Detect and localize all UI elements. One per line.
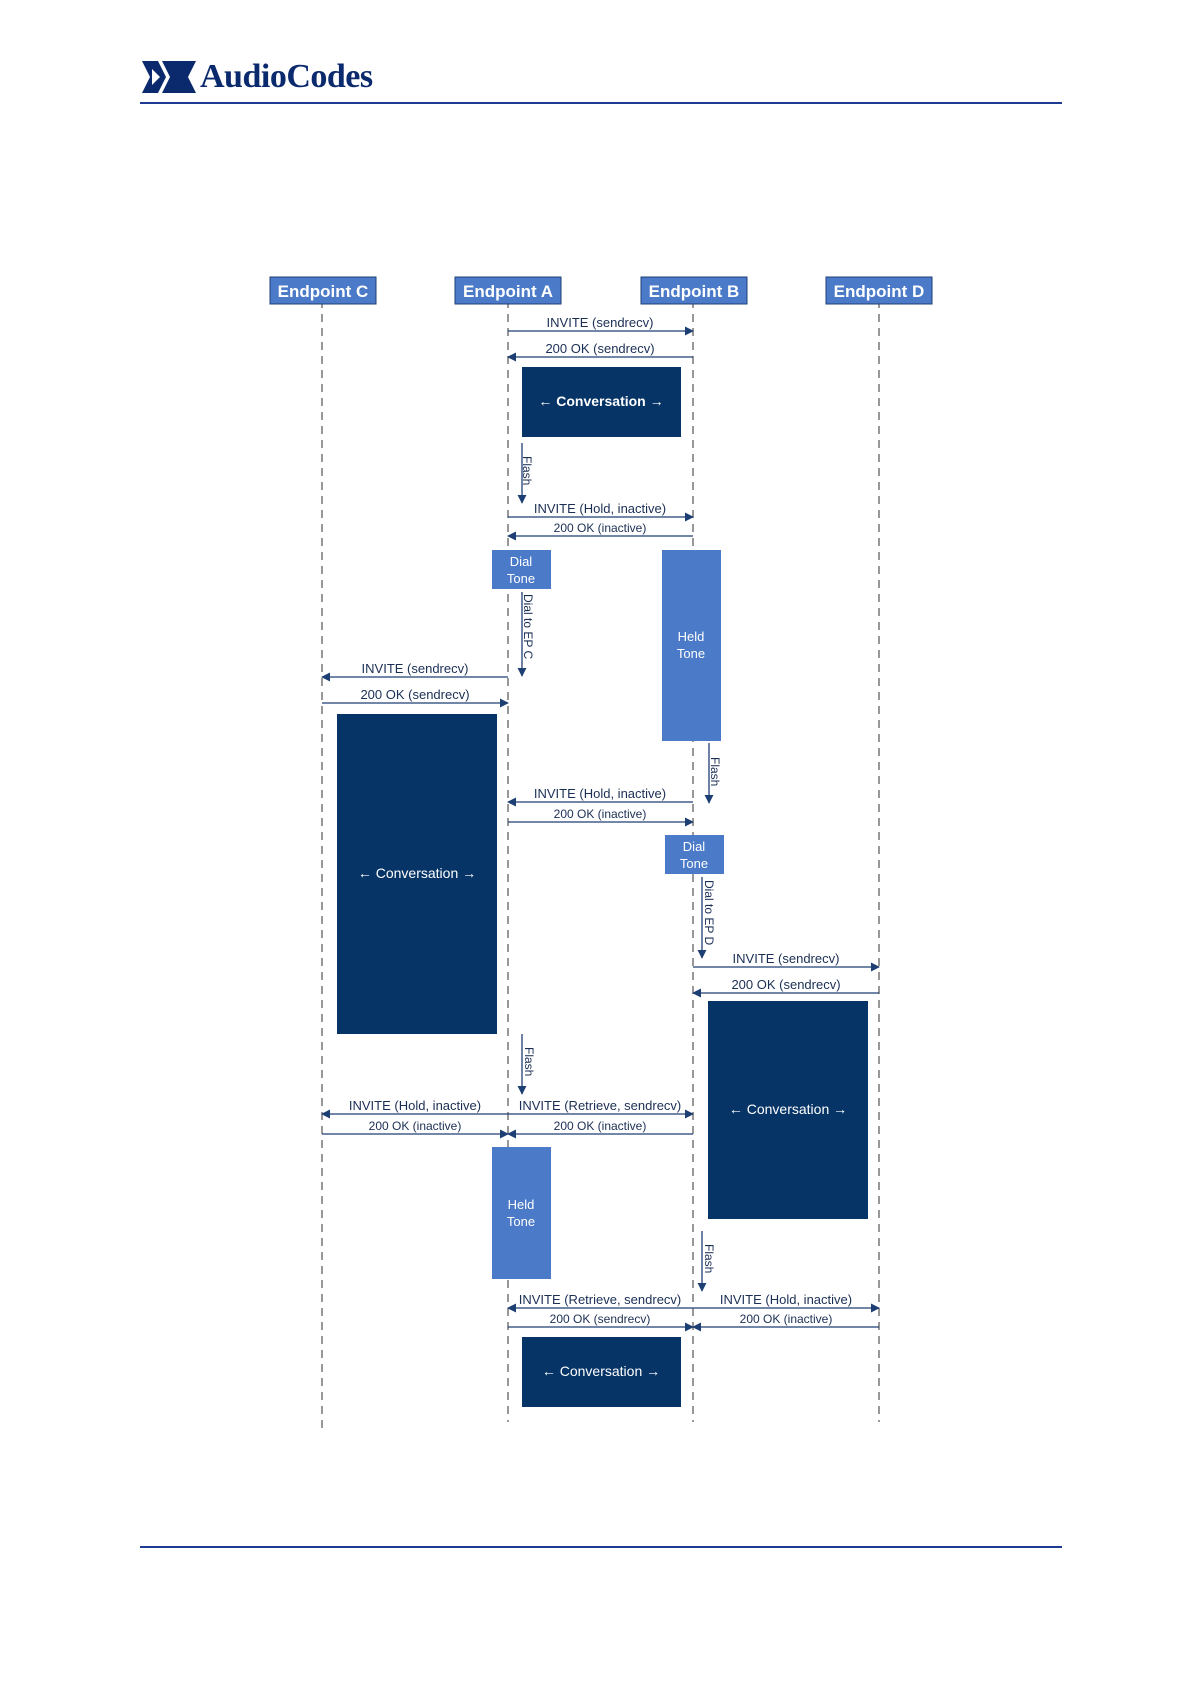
label-m7: INVITE (Hold, inactive) bbox=[534, 786, 666, 801]
flash-label-3: Flash bbox=[522, 1047, 536, 1076]
held-tone-a-line2: Tone bbox=[507, 1214, 535, 1229]
label-m6: 200 OK (sendrecv) bbox=[360, 687, 469, 702]
label-m2: 200 OK (sendrecv) bbox=[545, 341, 654, 356]
dial-ep-d-label: Dial to EP D bbox=[702, 880, 716, 945]
endpoint-b-header: Endpoint B bbox=[640, 276, 748, 305]
label-m8: 200 OK (inactive) bbox=[554, 807, 647, 821]
endpoint-d-label: Endpoint D bbox=[834, 282, 925, 301]
dial-tone-b-line1: Dial bbox=[683, 839, 706, 854]
endpoint-a-label: Endpoint A bbox=[463, 282, 553, 301]
label-m15: INVITE (Retrieve, sendrecv) bbox=[519, 1292, 682, 1307]
conversation-label-3: ← Conversation → bbox=[729, 1101, 847, 1117]
label-m9: INVITE (sendrecv) bbox=[733, 951, 840, 966]
dial-tone-box-b bbox=[665, 835, 724, 874]
audiocodes-logo-icon bbox=[142, 61, 196, 93]
held-tone-a-line1: Held bbox=[508, 1197, 535, 1212]
conversation-label-2: ← Conversation → bbox=[358, 865, 476, 881]
dial-tone-a-line1: Dial bbox=[510, 554, 533, 569]
conversation-box-1 bbox=[522, 367, 681, 437]
endpoint-d-header: Endpoint D bbox=[825, 276, 933, 305]
label-m14: 200 OK (inactive) bbox=[554, 1119, 647, 1133]
dial-tone-box-a bbox=[492, 550, 551, 589]
conversation-label-4: ← Conversation → bbox=[542, 1363, 660, 1379]
conversation-label-1: ← Conversation → bbox=[538, 393, 663, 409]
conversation-box-2 bbox=[337, 714, 497, 1034]
dial-tone-a-line2: Tone bbox=[507, 571, 535, 586]
endpoint-b-label: Endpoint B bbox=[649, 282, 740, 301]
label-m12: 200 OK (inactive) bbox=[369, 1119, 462, 1133]
page-header: AudioCodes bbox=[0, 0, 1191, 110]
label-m18: 200 OK (inactive) bbox=[740, 1312, 833, 1326]
brand-name: AudioCodes bbox=[200, 58, 373, 95]
label-m17: INVITE (Hold, inactive) bbox=[720, 1292, 852, 1307]
held-tone-box-b bbox=[662, 550, 721, 741]
label-m5: INVITE (sendrecv) bbox=[362, 661, 469, 676]
footer-divider bbox=[140, 1546, 1062, 1548]
label-m3: INVITE (Hold, inactive) bbox=[534, 501, 666, 516]
label-m16: 200 OK (sendrecv) bbox=[550, 1312, 651, 1326]
dial-tone-b-line2: Tone bbox=[680, 856, 708, 871]
flash-label-2: Flash bbox=[708, 757, 722, 786]
held-tone-b-line2: Tone bbox=[677, 646, 705, 661]
label-m10: 200 OK (sendrecv) bbox=[731, 977, 840, 992]
endpoint-c-header: Endpoint C bbox=[269, 276, 377, 305]
flash-label-1: Flash bbox=[520, 456, 534, 485]
conversation-box-3 bbox=[708, 1001, 868, 1219]
label-m11: INVITE (Hold, inactive) bbox=[349, 1098, 481, 1113]
flash-label-4: Flash bbox=[702, 1244, 716, 1273]
header-divider bbox=[140, 102, 1062, 104]
held-tone-box-a bbox=[492, 1147, 551, 1279]
conversation-box-4 bbox=[522, 1337, 681, 1407]
endpoint-c-label: Endpoint C bbox=[278, 282, 369, 301]
label-m13: INVITE (Retrieve, sendrecv) bbox=[519, 1098, 682, 1113]
label-m4: 200 OK (inactive) bbox=[554, 521, 647, 535]
held-tone-b-line1: Held bbox=[678, 629, 705, 644]
endpoint-a-header: Endpoint A bbox=[454, 276, 562, 305]
label-m1: INVITE (sendrecv) bbox=[547, 315, 654, 330]
dial-ep-c-label: Dial to EP C bbox=[521, 594, 535, 659]
